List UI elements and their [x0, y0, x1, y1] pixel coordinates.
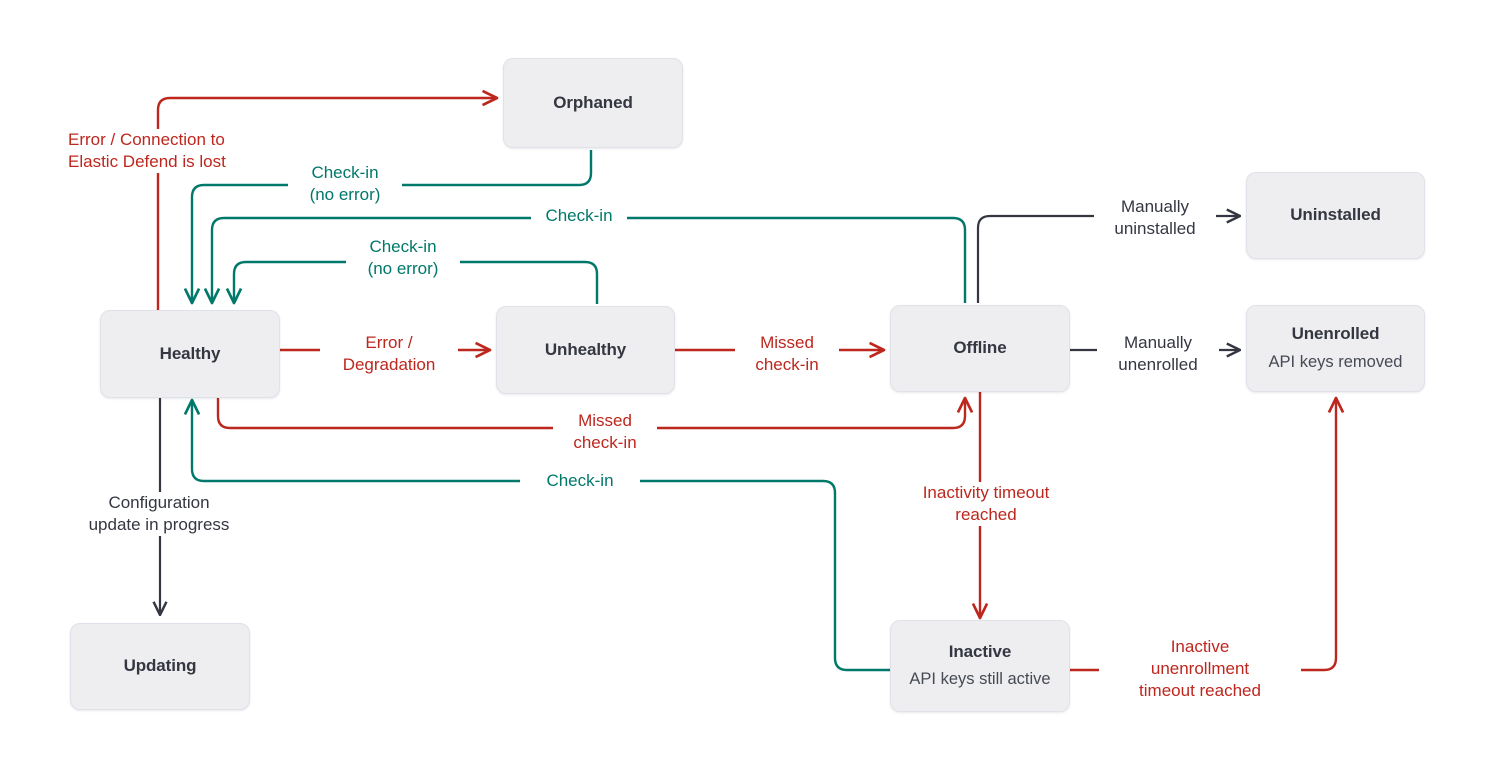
state-node-inactive-subtitle: API keys still active	[909, 670, 1051, 689]
state-node-unhealthy-title: Unhealthy	[544, 339, 627, 359]
edge-label-manually-uninstalled: Manually uninstalled	[1094, 196, 1216, 241]
state-node-inactive[interactable]: Inactive API keys still active	[890, 620, 1070, 712]
state-node-updating[interactable]: Updating	[70, 623, 250, 710]
edge-label-inactive-unenrollment: Inactive unenrollment timeout reached	[1099, 636, 1301, 703]
edge-checkin-inactive-healthy	[183, 398, 890, 672]
edge-label-inactivity-timeout: Inactivity timeout reached	[886, 482, 1086, 527]
edge-label-checkin-inactive-healthy: Check-in	[520, 470, 640, 493]
edge-label-error-connection-lost: Error / Connection to Elastic Defend is …	[63, 129, 259, 174]
edge-label-missed-checkin-unhealthy: Missed check-in	[735, 332, 839, 377]
edge-label-missed-checkin-healthy: Missed check-in	[553, 410, 657, 455]
state-node-healthy-title: Healthy	[159, 343, 221, 363]
state-node-offline-title: Offline	[953, 338, 1007, 358]
state-node-offline[interactable]: Offline	[890, 305, 1070, 392]
edge-label-checkin-offline-healthy: Check-in	[531, 205, 627, 228]
state-node-updating-title: Updating	[123, 656, 197, 676]
state-node-uninstalled[interactable]: Uninstalled	[1246, 172, 1425, 259]
state-node-unenrolled-title: Unenrolled	[1291, 324, 1380, 344]
state-node-orphaned-title: Orphaned	[553, 92, 633, 112]
edge-label-configuration-update: Configuration update in progress	[58, 492, 260, 537]
edge-checkin-offline-healthy	[203, 216, 967, 305]
edge-manually-uninstalled	[976, 208, 1242, 303]
edge-label-checkin-no-error-unhealthy: Check-in (no error)	[346, 236, 460, 281]
edge-label-error-degradation: Error / Degradation	[320, 332, 458, 377]
state-node-uninstalled-title: Uninstalled	[1290, 205, 1381, 225]
state-node-healthy[interactable]: Healthy	[100, 310, 280, 398]
state-node-unenrolled-subtitle: API keys removed	[1268, 352, 1403, 371]
edge-label-checkin-no-error-orphaned: Check-in (no error)	[288, 162, 402, 207]
state-node-inactive-title: Inactive	[948, 641, 1012, 661]
edge-error-connection-lost	[156, 89, 499, 392]
state-node-orphaned[interactable]: Orphaned	[503, 58, 683, 148]
state-node-unenrolled[interactable]: Unenrolled API keys removed	[1246, 305, 1425, 392]
edge-inactive-unenrollment	[1070, 396, 1345, 672]
state-node-unhealthy[interactable]: Unhealthy	[496, 306, 675, 394]
edge-label-manually-unenrolled: Manually unenrolled	[1097, 332, 1219, 377]
